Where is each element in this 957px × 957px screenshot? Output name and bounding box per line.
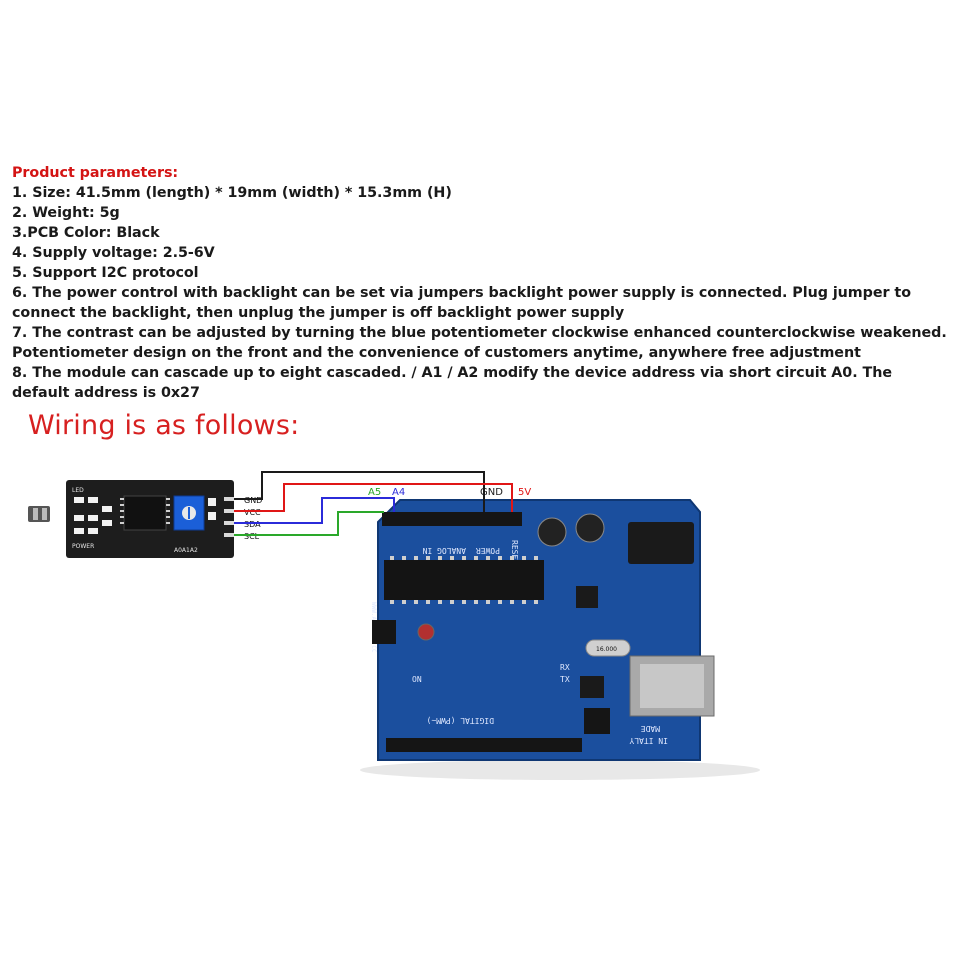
arduino-board: ANALOG IN POWER RESET WWW.ARDUINO.CC 16.… bbox=[370, 499, 715, 761]
regulator bbox=[576, 586, 598, 608]
analog-power-header bbox=[382, 512, 522, 526]
icsp-header bbox=[584, 708, 610, 734]
label-a5: A5 bbox=[368, 487, 381, 498]
wiring-title: Wiring is as follows: bbox=[28, 410, 300, 441]
address-label: A0A1A2 bbox=[174, 547, 198, 554]
pin-label-vcc: VCC bbox=[244, 508, 261, 517]
parameter-line-5: 5. Support I2C protocol bbox=[12, 265, 199, 281]
module-header-pins bbox=[224, 497, 234, 537]
parameter-line-8: 8. The module can cascade up to eight ca… bbox=[12, 365, 892, 401]
i2c-module: LED POWER A0A1A2 GND VCC SDA bbox=[28, 480, 262, 558]
capacitor-1 bbox=[537, 517, 567, 547]
digital-text: DIGITAL (PWM~) bbox=[427, 716, 494, 725]
italy-text: IN ITALY bbox=[629, 736, 668, 745]
rx-text: RX bbox=[560, 663, 570, 672]
atmega-chip bbox=[384, 560, 544, 600]
label-5v: 5V bbox=[518, 487, 531, 498]
wiring-diagram: LED POWER A0A1A2 GND VCC SDA bbox=[28, 471, 760, 780]
usb-chip bbox=[580, 676, 604, 698]
crystal-text: 16.000 bbox=[596, 646, 617, 653]
capacitor-2 bbox=[575, 513, 605, 543]
on-led-text: ON bbox=[412, 675, 422, 684]
wire-vcc bbox=[234, 483, 513, 512]
parameter-line-2: 2. Weight: 5g bbox=[12, 205, 120, 221]
analog-in-text: ANALOG IN bbox=[422, 546, 466, 555]
wire-gnd bbox=[234, 471, 485, 512]
label-a4: A4 bbox=[392, 487, 405, 498]
power-jack bbox=[628, 522, 694, 564]
led-label: LED bbox=[72, 487, 84, 494]
wire-scl bbox=[234, 511, 384, 536]
pcf8574-chip bbox=[123, 495, 167, 531]
made-text: MADE bbox=[641, 724, 660, 733]
digital-header bbox=[386, 738, 582, 752]
icsp-header-left bbox=[372, 620, 396, 644]
parameter-line-7: 7. The contrast can be adjusted by turni… bbox=[12, 325, 947, 361]
parameters-heading: Product parameters: bbox=[12, 165, 179, 181]
parameter-line-3: 3.PCB Color: Black bbox=[12, 225, 160, 241]
product-parameters: Product parameters: 1. Size: 41.5mm (len… bbox=[12, 163, 947, 403]
parameter-line-4: 4. Supply voltage: 2.5-6V bbox=[12, 245, 215, 261]
tx-text: TX bbox=[560, 675, 570, 684]
reset-button bbox=[417, 623, 435, 641]
power-text: POWER bbox=[476, 546, 500, 555]
wire-sda bbox=[234, 497, 395, 524]
parameter-line-6: 6. The power control with backlight can … bbox=[12, 285, 911, 321]
pin-label-scl: SCL bbox=[244, 532, 260, 541]
crystal bbox=[585, 639, 631, 657]
label-gnd: GND bbox=[480, 487, 503, 498]
pin-label-gnd: GND bbox=[244, 496, 262, 505]
wires bbox=[234, 471, 513, 536]
parameter-line-1: 1. Size: 41.5mm (length) * 19mm (width) … bbox=[12, 185, 452, 201]
power-label: POWER bbox=[72, 543, 94, 550]
reset-text: RESET bbox=[510, 540, 519, 564]
board-shadow bbox=[360, 760, 760, 780]
pin-label-sda: SDA bbox=[244, 520, 261, 529]
